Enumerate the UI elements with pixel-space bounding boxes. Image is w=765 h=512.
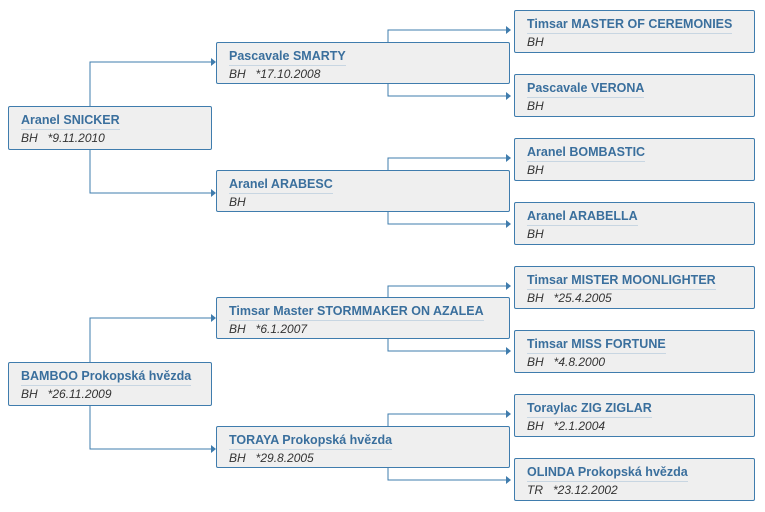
dog-info: BH*26.11.2009 xyxy=(21,387,112,401)
pedigree-card-bamboo: BAMBOO Prokopská hvězda BH*26.11.2009 xyxy=(8,362,212,406)
dog-name-link[interactable]: Aranel SNICKER xyxy=(21,113,120,130)
dog-name-link[interactable]: Timsar MISTER MOONLIGHTER xyxy=(527,273,716,290)
pedigree-card-aranel-bombastic: Aranel BOMBASTIC BH xyxy=(514,138,755,181)
dog-info: TR*23.12.2002 xyxy=(527,483,618,497)
pedigree-card-aranel-snicker: Aranel SNICKER BH*9.11.2010 xyxy=(8,106,212,150)
pedigree-card-pascavale-verona: Pascavale VERONA BH xyxy=(514,74,755,117)
dog-name-link[interactable]: Aranel ARABELLA xyxy=(527,209,638,226)
dog-name-link[interactable]: Aranel BOMBASTIC xyxy=(527,145,646,162)
dog-info: BH*6.1.2007 xyxy=(229,322,308,336)
dog-info: BH*9.11.2010 xyxy=(21,131,105,145)
pedigree-card-timsar-stormmaker: Timsar Master STORMMAKER ON AZALEA BH*6.… xyxy=(216,297,510,339)
dog-info: BH xyxy=(527,227,544,241)
dog-name-link[interactable]: Timsar Master STORMMAKER ON AZALEA xyxy=(229,304,484,321)
dog-info: BH*17.10.2008 xyxy=(229,67,321,81)
dog-name-link[interactable]: Toraylac ZIG ZIGLAR xyxy=(527,401,652,418)
pedigree-card-aranel-arabesc: Aranel ARABESC BH xyxy=(216,170,510,212)
dog-name-link[interactable]: BAMBOO Prokopská hvězda xyxy=(21,369,192,386)
dog-info: BH xyxy=(527,99,544,113)
dog-name-link[interactable]: Pascavale VERONA xyxy=(527,81,645,98)
dog-name-link[interactable]: Timsar MASTER OF CEREMONIES xyxy=(527,17,733,34)
dog-name-link[interactable]: Aranel ARABESC xyxy=(229,177,333,194)
pedigree-card-olinda: OLINDA Prokopská hvězda TR*23.12.2002 xyxy=(514,458,755,501)
pedigree-card-timsar-miss-fortune: Timsar MISS FORTUNE BH*4.8.2000 xyxy=(514,330,755,373)
pedigree-card-toraya: TORAYA Prokopská hvězda BH*29.8.2005 xyxy=(216,426,510,468)
dog-name-link[interactable]: Pascavale SMARTY xyxy=(229,49,346,66)
dog-info: BH*29.8.2005 xyxy=(229,451,314,465)
dog-name-link[interactable]: Timsar MISS FORTUNE xyxy=(527,337,666,354)
pedigree-card-toraylac-zig-ziglar: Toraylac ZIG ZIGLAR BH*2.1.2004 xyxy=(514,394,755,437)
pedigree-card-timsar-mister-moonlighter: Timsar MISTER MOONLIGHTER BH*25.4.2005 xyxy=(514,266,755,309)
pedigree-card-pascavale-smarty: Pascavale SMARTY BH*17.10.2008 xyxy=(216,42,510,84)
dog-name-link[interactable]: OLINDA Prokopská hvězda xyxy=(527,465,688,482)
dog-info: BH xyxy=(527,35,544,49)
dog-info: BH xyxy=(527,163,544,177)
dog-info: BH*25.4.2005 xyxy=(527,291,612,305)
pedigree-card-timsar-master-of-ceremonies: Timsar MASTER OF CEREMONIES BH xyxy=(514,10,755,53)
dog-info: BH xyxy=(229,195,246,209)
dog-name-link[interactable]: TORAYA Prokopská hvězda xyxy=(229,433,393,450)
pedigree-card-aranel-arabella: Aranel ARABELLA BH xyxy=(514,202,755,245)
dog-info: BH*4.8.2000 xyxy=(527,355,606,369)
dog-info: BH*2.1.2004 xyxy=(527,419,606,433)
